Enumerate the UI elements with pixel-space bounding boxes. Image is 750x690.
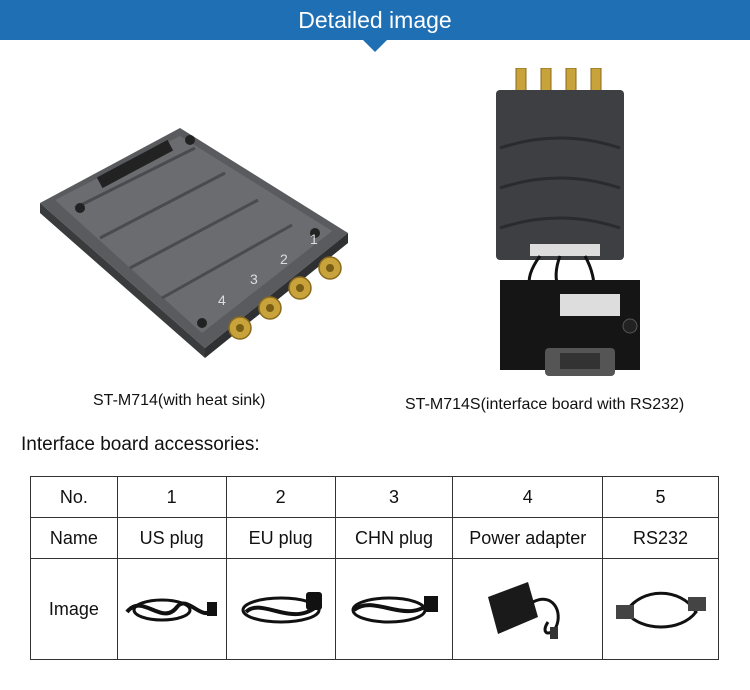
header-banner: Detailed image	[0, 0, 750, 40]
item-name: CHN plug	[334, 517, 454, 559]
port-label: 2	[280, 251, 288, 267]
item-name: Power adapter	[452, 517, 604, 559]
banner-notch	[363, 40, 387, 52]
item-no: 1	[116, 476, 227, 518]
item-name: EU plug	[225, 517, 336, 559]
port-label: 1	[310, 231, 318, 247]
accessories-table: No. 1 2 3 4 5 Name US plug EU plug CHN p…	[30, 476, 719, 660]
eu-plug-image	[225, 558, 336, 660]
item-no: 3	[334, 476, 454, 518]
table-row-image: Image	[30, 558, 719, 660]
product-caption-interface-board: ST-M714S(interface board with RS232)	[405, 396, 685, 413]
rs232-cable-image	[602, 558, 719, 660]
us-plug-image	[116, 558, 227, 660]
row-label-no: No.	[30, 476, 118, 518]
item-name: RS232	[602, 517, 719, 559]
product-caption-heatsink: ST-M714(with heat sink)	[93, 392, 266, 409]
chn-plug-image	[334, 558, 454, 660]
power-adapter-image	[452, 558, 604, 660]
row-label-image: Image	[30, 558, 118, 660]
port-label: 3	[250, 271, 258, 287]
table-row-number: No. 1 2 3 4 5	[30, 476, 719, 518]
page-title: Detailed image	[298, 7, 452, 33]
st-m714s-board-image: 4 3 2 1	[496, 68, 640, 376]
item-no: 5	[602, 476, 719, 518]
item-no: 4	[452, 476, 604, 518]
table-row-name: Name US plug EU plug CHN plug Power adap…	[30, 517, 719, 559]
item-no: 2	[225, 476, 336, 518]
row-label-name: Name	[30, 517, 118, 559]
item-name: US plug	[116, 517, 227, 559]
port-label: 4	[218, 292, 226, 308]
accessories-heading: Interface board accessories:	[21, 434, 260, 455]
sma-connectors	[228, 256, 342, 340]
st-m714-heatsink-image: 4 3 2 1	[40, 128, 348, 358]
